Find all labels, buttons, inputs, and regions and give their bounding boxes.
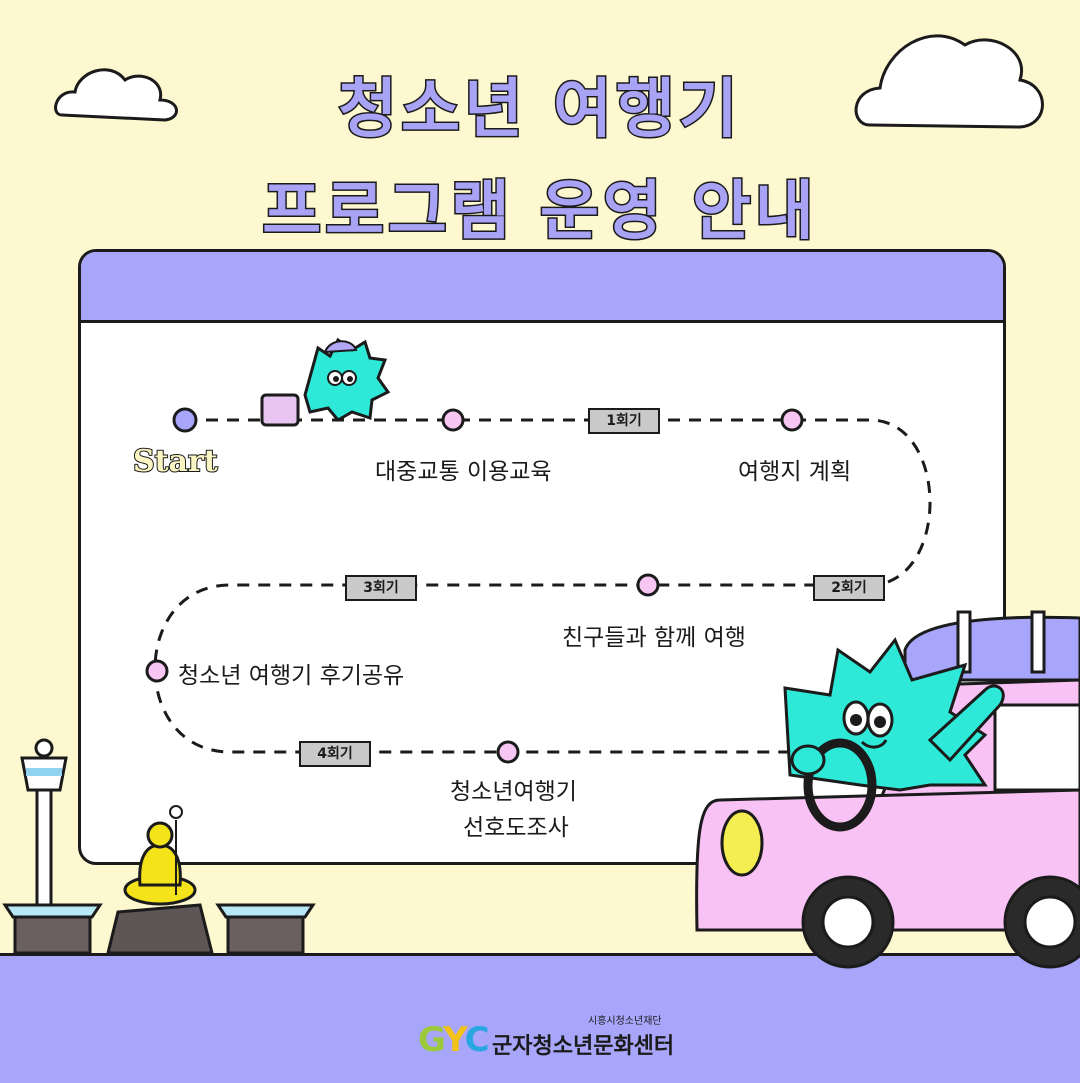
step-label-5b: 선호도조사 [463, 815, 569, 841]
page-title-line2: 프로그램 운영 안내 [261, 174, 818, 251]
step-label-2: 여행지 계획 [738, 459, 852, 485]
buddha-statue-icon [106, 805, 214, 955]
session-badge-4: 4회기 [299, 741, 371, 767]
step-label-4: 청소년 여행기 후기공유 [178, 663, 405, 689]
center-name: 군자청소년문화센터 [492, 1034, 675, 1059]
step-node-3 [636, 573, 660, 597]
cloud-left-icon [54, 68, 178, 122]
ground-strip [0, 953, 1080, 1083]
session-badge-2: 2회기 [813, 575, 885, 601]
step-label-3: 친구들과 함께 여행 [562, 625, 746, 651]
footer-logo: 시흥시청소년재단 GYC 군자청소년문화센터 [418, 1012, 678, 1062]
mascot-small-icon [260, 337, 391, 427]
start-node [172, 407, 198, 433]
cloud-right-icon [854, 34, 1044, 129]
step-node-4 [145, 659, 169, 683]
mascot-driver-icon [783, 637, 1005, 832]
pavilion-left-icon [2, 903, 103, 955]
gyc-logo-mark: GYC [418, 1020, 490, 1060]
session-badge-3: 3회기 [345, 575, 417, 601]
window-title-bar [81, 252, 1003, 323]
foundation-name: 시흥시청소년재단 [588, 1016, 662, 1027]
step-label-5a: 청소년여행기 [450, 779, 577, 805]
step-node-2 [780, 408, 804, 432]
control-tower-icon [20, 738, 68, 912]
pavilion-right-icon [215, 903, 316, 955]
start-label: Start [132, 443, 219, 480]
step-node-1 [441, 408, 465, 432]
browser-window [78, 249, 1006, 865]
step-node-5 [496, 740, 520, 764]
page-title-line1: 청소년 여행기 [337, 72, 742, 149]
step-label-1: 대중교통 이용교육 [375, 459, 552, 485]
session-badge-1: 1회기 [588, 408, 660, 434]
